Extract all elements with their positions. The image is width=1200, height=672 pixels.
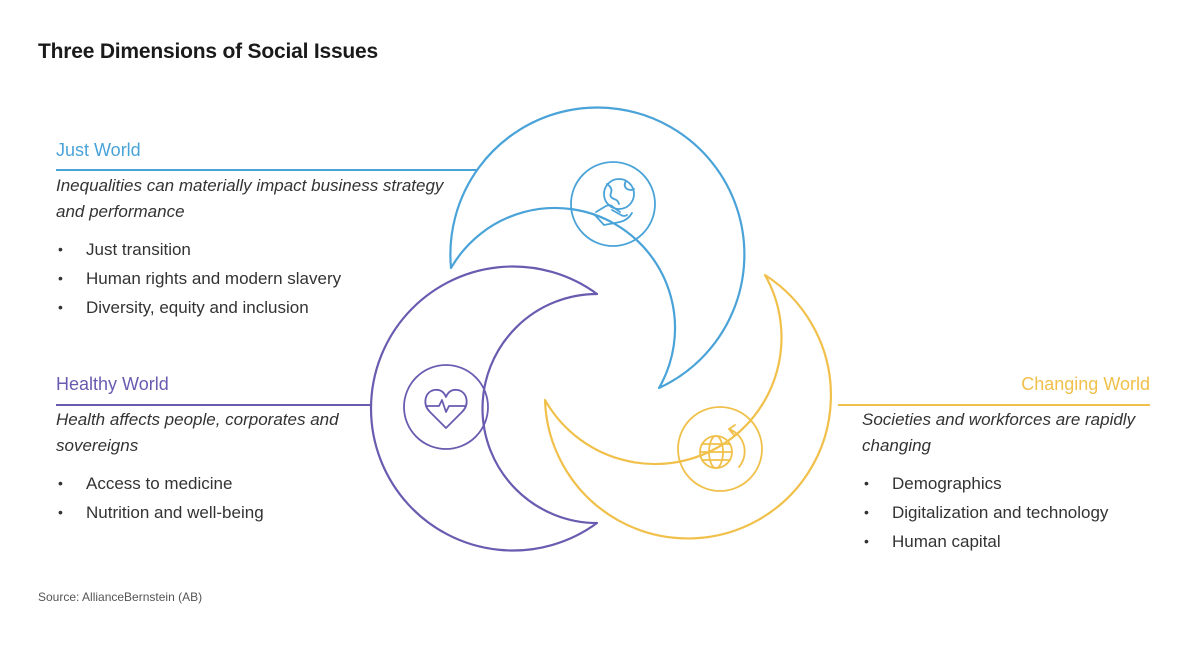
healthy-world-section: Healthy World Health affects people, cor… — [56, 374, 356, 527]
changing-world-list: Demographics Digitalization and technolo… — [862, 469, 1162, 556]
just-world-description: Inequalities can materially impact busin… — [56, 176, 444, 221]
healthy-world-list: Access to medicine Nutrition and well-be… — [56, 469, 356, 527]
list-item: Nutrition and well-being — [56, 498, 356, 527]
changing-world-section: Changing World Societies and workforces … — [862, 374, 1162, 556]
page-title: Three Dimensions of Social Issues — [38, 40, 379, 63]
list-item: Human capital — [862, 527, 1162, 556]
just-crescent-shape — [449, 106, 746, 390]
just-world-list: Just transition Human rights and modern … — [56, 235, 456, 322]
healthy-world-description: Health affects people, corporates and so… — [56, 410, 339, 455]
changing-world-description: Societies and workforces are rapidly cha… — [862, 410, 1136, 455]
globe-in-hand-icon — [570, 161, 656, 247]
changing-crescent-shape — [543, 273, 832, 540]
just-world-title: Just World — [56, 140, 141, 160]
heart-pulse-icon — [403, 364, 489, 450]
list-item: Diversity, equity and inclusion — [56, 293, 456, 322]
source-note: Source: AllianceBernstein (AB) — [38, 590, 203, 604]
healthy-world-title: Healthy World — [56, 374, 169, 394]
list-item: Demographics — [862, 469, 1162, 498]
list-item: Just transition — [56, 235, 456, 264]
list-item: Access to medicine — [56, 469, 356, 498]
list-item: Digitalization and technology — [862, 498, 1162, 527]
rotating-globe-icon — [677, 406, 763, 492]
just-world-section: Just World Inequalities can materially i… — [56, 140, 456, 322]
list-item: Human rights and modern slavery — [56, 264, 456, 293]
changing-world-title: Changing World — [1021, 374, 1150, 394]
